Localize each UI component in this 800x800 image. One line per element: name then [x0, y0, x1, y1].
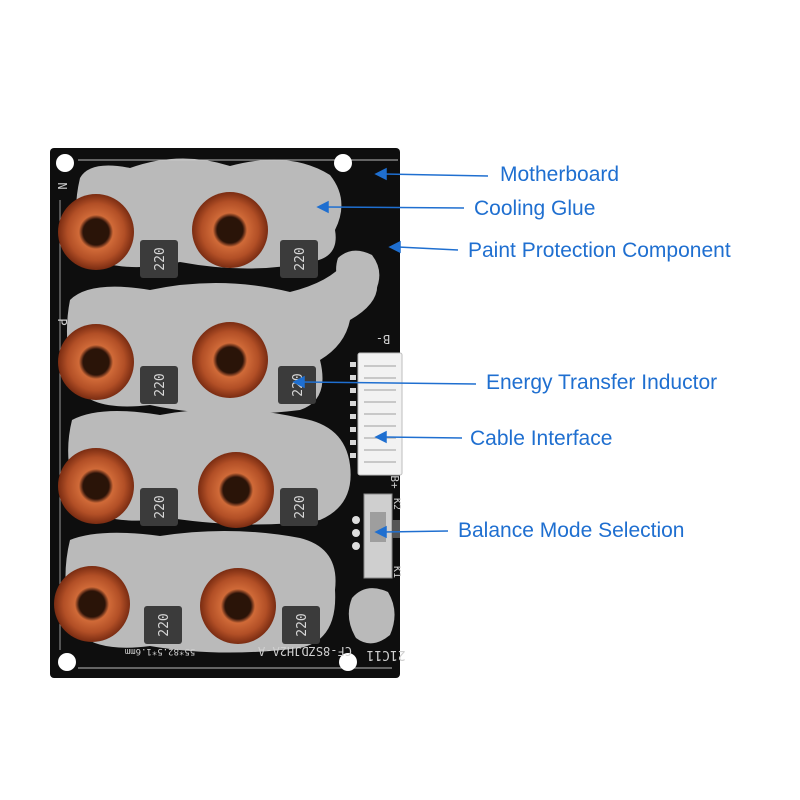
silk-n-text: N	[55, 182, 69, 189]
smd-inductor	[282, 606, 320, 644]
silk-date-text: 21C11	[366, 647, 405, 662]
smd-inductor-label: 220	[157, 613, 172, 636]
smd-inductor-label: 220	[293, 247, 308, 270]
smd-inductor-label: 220	[153, 373, 168, 396]
label-motherboard: Motherboard	[500, 163, 620, 186]
silk-size-text: 55*82.5*1.6mm	[125, 646, 195, 656]
arrow-energy-inductor	[301, 381, 477, 385]
arrow-paint-protection	[397, 246, 459, 251]
arrow-balance-mode	[383, 530, 449, 533]
switch-slider	[370, 512, 386, 542]
smd-inductor-label: 220	[293, 495, 308, 518]
silk-bplus-text: B+	[388, 475, 401, 489]
glue-blob	[348, 588, 395, 644]
arrow-cooling-glue	[325, 206, 465, 209]
smd-inductor	[280, 240, 318, 278]
smd-inductor	[144, 606, 182, 644]
mounting-hole	[58, 653, 76, 671]
silk-p-text: P	[55, 318, 69, 325]
callout-arrows	[292, 167, 489, 539]
arrow-motherboard	[383, 173, 489, 177]
silk-k2-text: K2	[391, 498, 402, 510]
smd-inductors: 220 220 220 220 220 220 220 220	[140, 240, 320, 644]
mounting-hole	[339, 653, 357, 671]
silk-model-text: CF-8SZDJH2A-A	[257, 644, 352, 658]
smd-inductor	[140, 366, 178, 404]
smd-inductor-label: 220	[153, 495, 168, 518]
smd-inductor	[280, 488, 318, 526]
balance-mode-switch	[352, 493, 400, 579]
arrow-cable-interface	[383, 436, 463, 439]
mounting-hole	[334, 154, 352, 172]
silk-bminus-text: B-	[376, 332, 390, 346]
smd-inductor-label: 220	[153, 247, 168, 270]
toroid-inductors	[54, 192, 276, 644]
smd-inductor	[140, 240, 178, 278]
label-cable-interface: Cable Interface	[470, 427, 613, 450]
label-balance-mode: Balance Mode Selection	[458, 519, 685, 542]
glue-blob	[336, 250, 380, 297]
label-energy-inductor: Energy Transfer Inductor	[486, 371, 718, 394]
smd-inductor	[140, 488, 178, 526]
smd-inductor-label: 220	[295, 613, 310, 636]
mounting-hole	[56, 154, 74, 172]
label-cooling-glue: Cooling Glue	[474, 197, 596, 220]
cable-connector	[350, 352, 403, 476]
smd-inductor	[278, 366, 316, 404]
label-paint-protection: Paint Protection Component	[468, 239, 731, 262]
silk-k1-text: K1	[391, 566, 402, 578]
